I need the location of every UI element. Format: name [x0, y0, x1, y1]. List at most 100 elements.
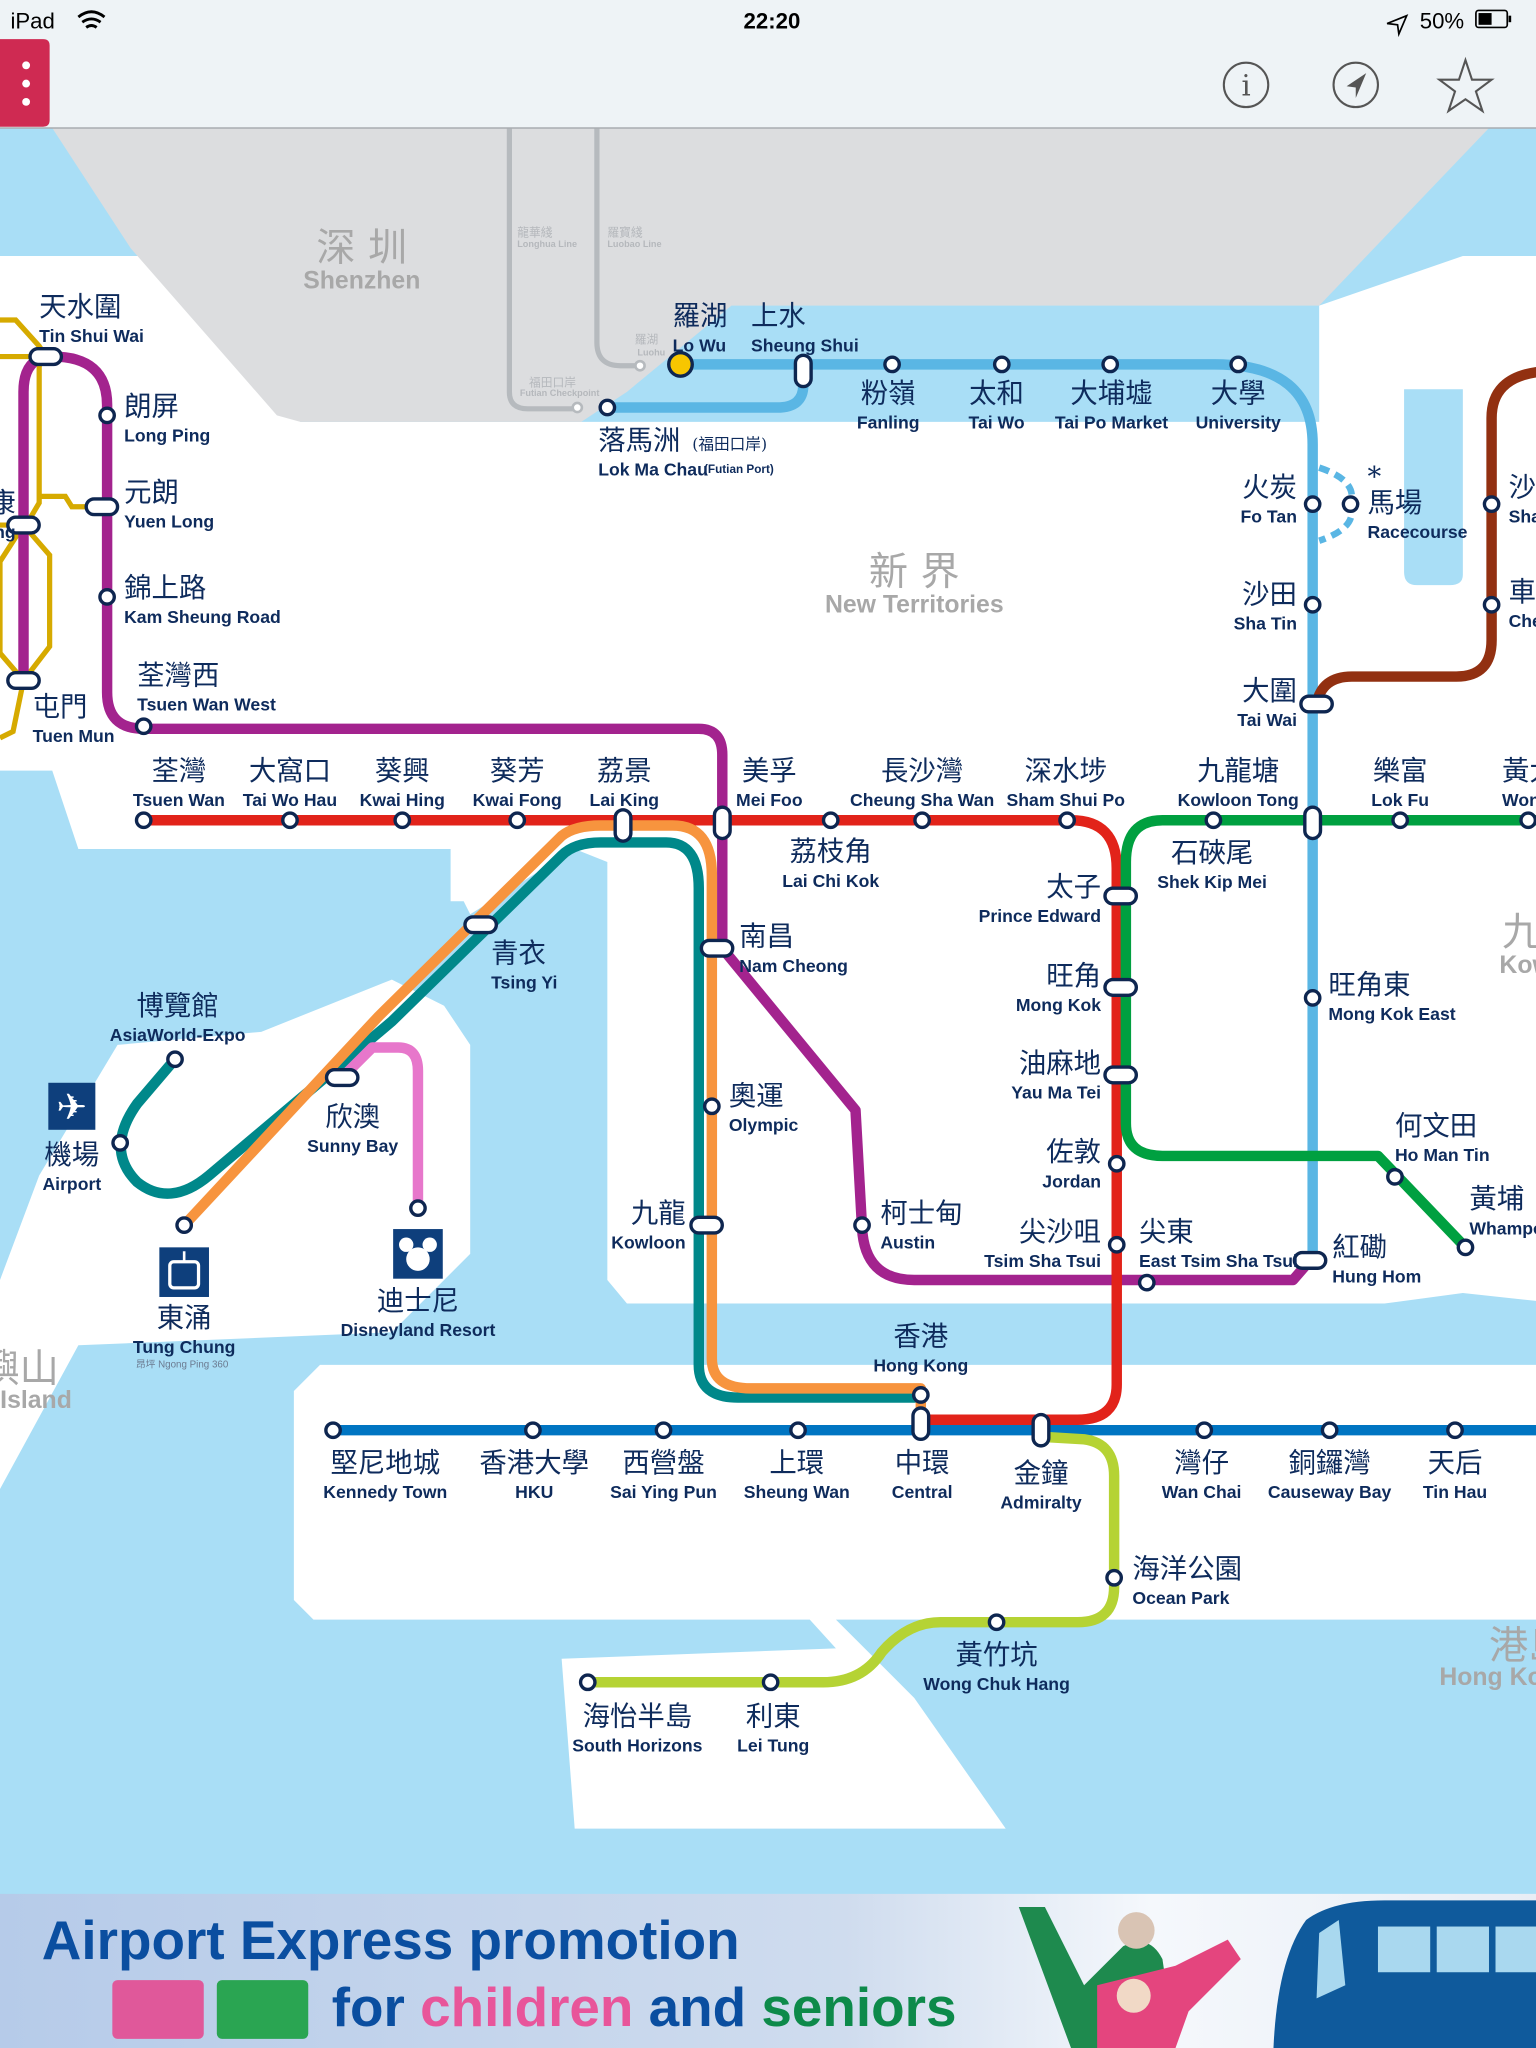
station-marker[interactable]	[1195, 1421, 1214, 1440]
station-marker[interactable]	[1107, 1154, 1126, 1173]
station-marker[interactable]	[1482, 595, 1501, 614]
station-marker[interactable]	[1391, 811, 1410, 830]
menu-button[interactable]	[0, 39, 50, 127]
station-marker[interactable]	[913, 811, 932, 830]
station-marker[interactable]	[761, 1673, 780, 1692]
interchange-marker[interactable]	[463, 915, 499, 935]
station-marker[interactable]	[821, 811, 840, 830]
interchange-marker[interactable]	[1303, 805, 1323, 841]
interchange-marker[interactable]	[28, 347, 64, 367]
locate-button[interactable]	[1332, 61, 1380, 109]
station-marker[interactable]	[667, 350, 694, 378]
station-marker[interactable]	[702, 1097, 721, 1116]
interchange-marker[interactable]	[1299, 694, 1334, 714]
station-marker[interactable]	[1058, 811, 1076, 830]
station-sha-tin-wai[interactable]: 沙田圍Sha Tin Wai	[1482, 472, 1536, 526]
station-marker[interactable]	[175, 1216, 194, 1235]
station-marker[interactable]	[1446, 1421, 1464, 1440]
station-marker[interactable]	[111, 1133, 130, 1152]
station-marker[interactable]	[409, 1199, 427, 1218]
interchange-marker[interactable]	[324, 1068, 360, 1088]
station-marker[interactable]	[134, 717, 153, 736]
station-marker[interactable]	[1107, 1235, 1126, 1254]
station-marker[interactable]	[1101, 355, 1120, 374]
station-marker[interactable]	[789, 1421, 807, 1440]
interchange-marker[interactable]	[1103, 886, 1139, 906]
interchange-marker[interactable]	[689, 1215, 724, 1235]
station-marker[interactable]	[598, 398, 617, 417]
station-marker[interactable]	[1456, 1238, 1475, 1257]
station-marker[interactable]	[1341, 495, 1360, 514]
station-marker[interactable]	[98, 406, 116, 425]
interchange-marker[interactable]	[613, 808, 633, 843]
station-marker[interactable]	[166, 1050, 184, 1069]
interchange-marker[interactable]	[6, 670, 41, 691]
station-marker[interactable]	[1386, 1167, 1404, 1186]
interchange-marker[interactable]	[1031, 1412, 1051, 1448]
station-marker[interactable]	[1303, 495, 1322, 514]
station-siu-hong[interactable]: 兆康Siu Hong	[0, 488, 41, 542]
station-marker[interactable]	[883, 355, 901, 374]
interchange-marker[interactable]	[1103, 977, 1139, 997]
station-wong-tai-sin[interactable]: 黃大仙Wong Tai Sin	[1502, 756, 1536, 830]
station-marker[interactable]	[1303, 988, 1322, 1007]
interchange-marker[interactable]	[793, 353, 813, 389]
station-marker[interactable]	[98, 588, 116, 606]
interchange-marker[interactable]	[6, 515, 41, 535]
station-marker[interactable]	[1229, 355, 1248, 374]
station-marker[interactable]	[911, 1386, 930, 1404]
promo-banner[interactable]: Airport Express promotion for children a…	[0, 1893, 1536, 2048]
interchange-marker[interactable]	[84, 497, 120, 517]
station-marker[interactable]	[393, 811, 412, 830]
station-marker[interactable]	[1303, 595, 1322, 614]
info-button[interactable]: i	[1222, 61, 1270, 109]
station-marker[interactable]	[134, 811, 153, 830]
station-marker[interactable]	[853, 1216, 871, 1235]
interchange-marker[interactable]	[712, 805, 732, 841]
station-marker[interactable]	[987, 1613, 1006, 1632]
